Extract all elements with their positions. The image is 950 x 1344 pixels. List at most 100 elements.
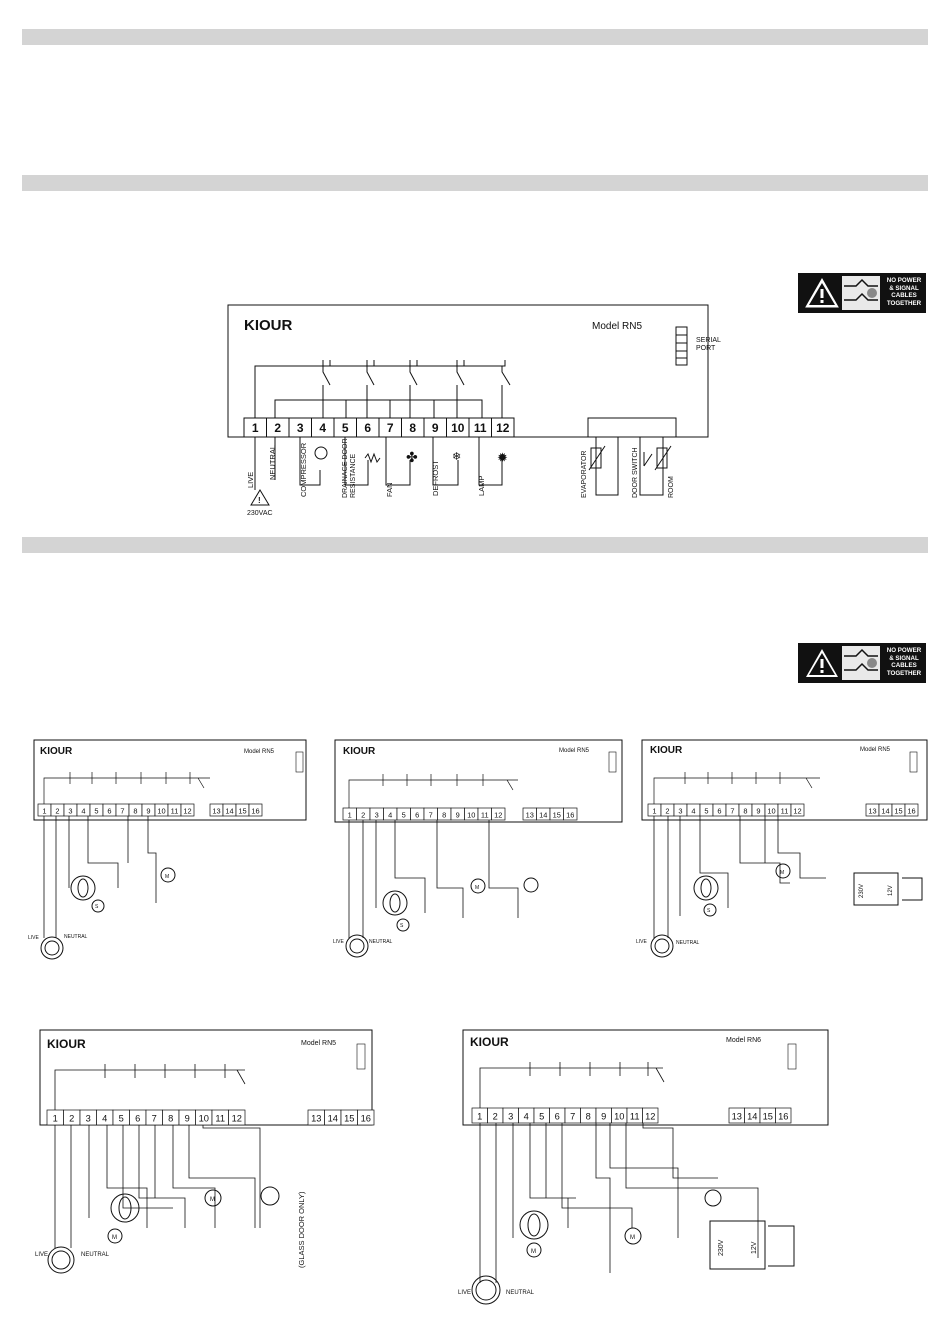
terminal-11: 11 <box>630 1112 640 1122</box>
terminal-16: 16 <box>778 1112 788 1122</box>
serial-port-label: PORT <box>696 345 716 352</box>
terminal-3: 3 <box>86 1114 91 1124</box>
terminal-10: 10 <box>157 806 165 815</box>
terminal-13: 13 <box>732 1112 742 1122</box>
serial-port-label: SERIAL <box>696 337 721 344</box>
resistance-icon <box>364 452 381 464</box>
svg-text:Model RN5: Model RN5 <box>301 1040 336 1047</box>
terminal-15: 15 <box>344 1114 354 1124</box>
terminal-4: 4 <box>319 421 326 435</box>
evaporator-sensor-icon <box>588 445 606 471</box>
svg-text:M: M <box>210 1197 215 1203</box>
terminal-8: 8 <box>743 806 747 815</box>
terminal-14: 14 <box>328 1114 338 1124</box>
warning-triangle-icon <box>806 649 838 677</box>
terminal-14: 14 <box>881 806 889 815</box>
terminal-12: 12 <box>494 810 502 819</box>
terminal-7: 7 <box>730 806 734 815</box>
terminal-1: 1 <box>348 810 352 819</box>
terminal-14: 14 <box>539 810 547 819</box>
label-230vac: 230VAC <box>247 510 273 517</box>
label-neutral: NEUTRAL <box>268 445 277 480</box>
svg-text:M: M <box>165 874 169 880</box>
output-wiring <box>254 437 664 496</box>
svg-text:KIOUR: KIOUR <box>650 745 683 756</box>
terminal-7: 7 <box>387 421 394 435</box>
svg-text:LIVE: LIVE <box>28 935 40 941</box>
terminal-5: 5 <box>94 806 98 815</box>
terminal-8: 8 <box>133 806 137 815</box>
terminal-5: 5 <box>704 806 708 815</box>
terminal-12: 12 <box>496 421 510 435</box>
terminal-7: 7 <box>570 1112 575 1122</box>
terminal-1: 1 <box>652 806 656 815</box>
terminal-11: 11 <box>481 810 489 819</box>
svg-text:LIVE: LIVE <box>458 1290 471 1296</box>
svg-text:M: M <box>112 1235 117 1241</box>
terminal-1: 1 <box>477 1112 482 1122</box>
terminal-5: 5 <box>342 421 349 435</box>
terminal-6: 6 <box>555 1112 560 1122</box>
label-door-switch: DOOR SWITCH <box>632 447 639 498</box>
svg-text:NEUTRAL: NEUTRAL <box>81 1252 110 1258</box>
terminal-7: 7 <box>120 806 124 815</box>
terminal-9: 9 <box>456 810 460 819</box>
terminal-3: 3 <box>297 421 304 435</box>
svg-text:LIVE: LIVE <box>35 1252 48 1258</box>
terminal-7: 7 <box>152 1114 157 1124</box>
terminal-10: 10 <box>467 810 475 819</box>
label-drainage-2: RESISTANCE <box>350 453 357 498</box>
svg-text:S: S <box>707 908 711 914</box>
terminal-5: 5 <box>119 1114 124 1124</box>
fan-icon: ✤ <box>406 449 418 465</box>
label-evaporator: EVAPORATOR <box>581 451 588 498</box>
terminal-2: 2 <box>361 810 365 819</box>
svg-text:M: M <box>475 885 479 891</box>
terminal-12: 12 <box>793 806 801 815</box>
terminal-1: 1 <box>42 806 46 815</box>
terminal-4: 4 <box>691 806 695 815</box>
terminal-4: 4 <box>524 1112 529 1122</box>
terminal-2: 2 <box>665 806 669 815</box>
label-fan: FAN <box>385 482 394 497</box>
terminal-2: 2 <box>493 1112 498 1122</box>
svg-text:Model RN6: Model RN6 <box>726 1037 761 1044</box>
door-switch-icon <box>643 452 653 467</box>
terminal-4: 4 <box>388 810 392 819</box>
terminal-11: 11 <box>474 421 487 435</box>
terminal-16: 16 <box>566 810 574 819</box>
section-header-band-3 <box>22 537 928 553</box>
terminal-block-13-16 <box>587 417 677 438</box>
terminal-15: 15 <box>238 806 246 815</box>
svg-text:LIVE: LIVE <box>333 939 345 945</box>
lamp-icon: ✹ <box>497 450 508 465</box>
svg-text:Model RN5: Model RN5 <box>860 747 891 753</box>
terminal-8: 8 <box>586 1112 591 1122</box>
terminal-12: 12 <box>183 806 191 815</box>
terminal-6: 6 <box>364 421 371 435</box>
cable-separation-icon <box>842 276 880 310</box>
section-header-band-1 <box>22 29 928 45</box>
model-label: Model RN5 <box>592 321 642 332</box>
terminal-15: 15 <box>763 1112 773 1122</box>
terminal-16: 16 <box>251 806 259 815</box>
terminal-9: 9 <box>601 1112 606 1122</box>
brand-logo: KIOUR <box>244 317 293 334</box>
svg-text:KIOUR: KIOUR <box>470 1035 509 1049</box>
terminal-6: 6 <box>717 806 721 815</box>
cable-separation-icon <box>842 646 880 680</box>
terminal-4: 4 <box>102 1114 107 1124</box>
svg-text:NEUTRAL: NEUTRAL <box>676 940 700 946</box>
terminal-3: 3 <box>508 1112 513 1122</box>
warning-triangle-icon <box>805 277 839 308</box>
svg-text:NEUTRAL: NEUTRAL <box>506 1290 535 1296</box>
svg-text:KIOUR: KIOUR <box>343 746 376 757</box>
terminal-13: 13 <box>311 1114 321 1124</box>
terminal-2: 2 <box>274 421 281 435</box>
